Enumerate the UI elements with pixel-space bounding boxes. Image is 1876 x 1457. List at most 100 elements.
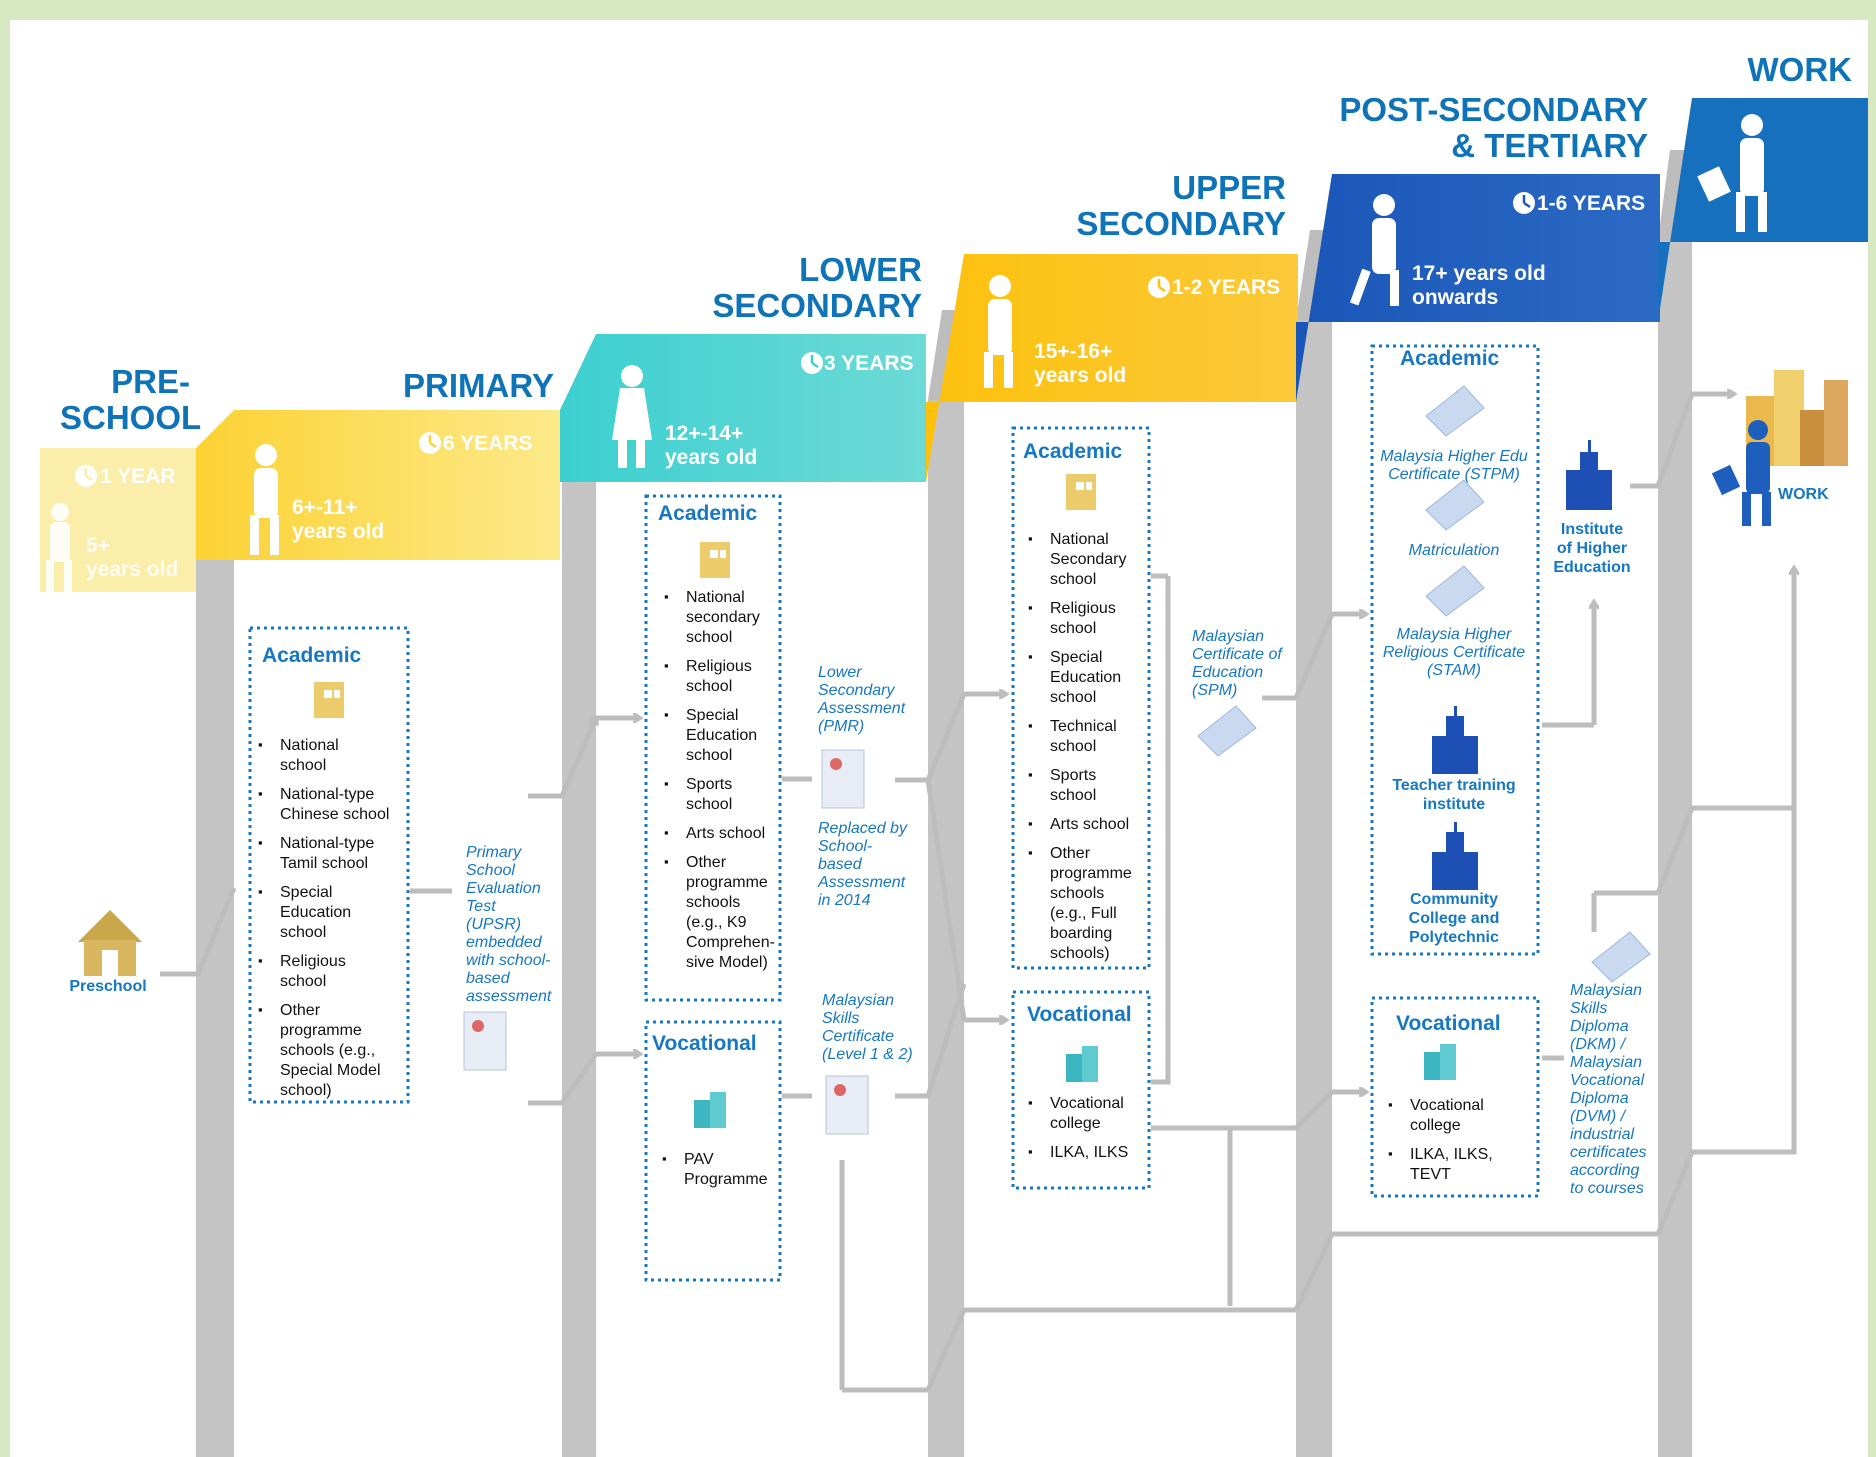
institution-building-icons xyxy=(1432,440,1612,890)
preschool-duration: 1 YEAR xyxy=(100,465,176,488)
list-item: ILKA, ILKS, TEVT xyxy=(1384,1144,1534,1185)
vocational-building-icons xyxy=(694,1044,1456,1128)
upsr-note: Primary School Evaluation Test (UPSR) em… xyxy=(466,844,552,1005)
clock-icon xyxy=(419,432,441,454)
pmr-replaced-note: Replaced by School- based Assessment in … xyxy=(818,820,907,909)
lower-academic-heading: Academic xyxy=(658,502,758,525)
teen-figure-icon xyxy=(984,275,1013,388)
list-item: National-type Chinese school xyxy=(254,784,406,825)
diploma-icon xyxy=(1425,565,1485,617)
vocational-building-icon xyxy=(1424,1044,1456,1080)
list-item: Technical school xyxy=(1024,716,1150,757)
post-vocational-heading: Vocational xyxy=(1396,1012,1501,1035)
upper-band xyxy=(926,254,1298,482)
upper-vocational-heading: Vocational xyxy=(1027,1003,1132,1026)
list-item: Sports school xyxy=(660,774,780,815)
list-item: National secondary school xyxy=(660,587,780,648)
dkm-note: Malaysian Skills Diploma (DKM) / Malaysi… xyxy=(1570,982,1647,1197)
primary-duration: 6 YEARS xyxy=(443,432,533,455)
community-college-building-icon xyxy=(1432,822,1478,890)
work-label: WORK xyxy=(1778,486,1829,503)
primary-academic-list: National school National-type Chinese sc… xyxy=(254,735,406,1110)
list-item: Arts school xyxy=(1024,814,1150,835)
list-item: National-type Tamil school xyxy=(254,833,406,874)
post-academic-heading: Academic xyxy=(1400,347,1500,370)
list-item: National school xyxy=(254,735,406,776)
list-item: Religious school xyxy=(1024,598,1150,639)
flow-lines xyxy=(160,394,1794,1393)
diploma-icons xyxy=(1197,385,1651,983)
girl-figure-icon xyxy=(612,365,652,468)
vocational-building-icon xyxy=(694,1092,726,1128)
post-duration: 1-6 YEARS xyxy=(1537,192,1646,215)
community-college-label: Community College and Polytechnic xyxy=(1408,891,1500,946)
list-item: Religious school xyxy=(254,951,406,992)
certificate-icon xyxy=(821,749,865,809)
lower-age: 12+-14+ years old xyxy=(665,422,758,469)
teacher-institute-building-icon xyxy=(1432,706,1478,774)
student-figure-icon xyxy=(250,444,279,555)
list-item: Religious school xyxy=(660,656,780,697)
list-item: Special Education school xyxy=(1024,647,1150,708)
child-figure-icon xyxy=(46,503,72,592)
list-item: Arts school xyxy=(660,823,780,844)
clock-icon xyxy=(1148,276,1170,298)
worker-figure-icon xyxy=(1697,114,1767,232)
school-building-icon xyxy=(1066,474,1096,510)
post-age: 17+ years old onwards xyxy=(1412,262,1546,309)
pmr-note: Lower Secondary Assessment (PMR) xyxy=(818,664,906,735)
upper-secondary-title: UPPER SECONDARY xyxy=(1076,169,1286,242)
list-item: National Secondary school xyxy=(1024,529,1150,590)
list-item: ILKA, ILKS xyxy=(1024,1142,1150,1163)
work-title: WORK xyxy=(1747,51,1852,88)
lower-duration: 3 YEARS xyxy=(824,352,914,375)
primary-academic-heading: Academic xyxy=(262,644,362,667)
primary-band xyxy=(196,410,560,560)
vocational-building-icon xyxy=(1066,1046,1098,1082)
certificate-icon xyxy=(825,1075,869,1135)
businessman-icon xyxy=(1711,420,1771,526)
stam-label: Malaysia Higher Religious Certificate (S… xyxy=(1382,626,1526,679)
higher-education-building-icon xyxy=(1566,440,1612,510)
stpm-label: Malaysia Higher Edu Certificate (STPM) xyxy=(1380,448,1528,483)
post-secondary-title: POST-SECONDARY & TERTIARY xyxy=(1339,91,1648,164)
diploma-icon xyxy=(1425,385,1485,437)
teacher-institute-label: Teacher training institute xyxy=(1392,777,1516,813)
upper-academic-list: National Secondary school Religious scho… xyxy=(1024,529,1150,973)
spm-note: Malaysian Certificate of Education (SPM) xyxy=(1192,628,1282,699)
diploma-icon xyxy=(1425,479,1485,531)
list-item: Other programme schools (e.g., Special M… xyxy=(254,1000,406,1101)
matriculation-label: Matriculation xyxy=(1408,542,1500,559)
clock-icon xyxy=(801,352,823,374)
school-building-icons xyxy=(314,474,1096,718)
list-item: Other programme schools (e.g., Full boar… xyxy=(1024,843,1150,964)
list-item: Vocational college xyxy=(1024,1093,1150,1134)
list-item: Special Education school xyxy=(660,705,780,766)
institute-label: Institute of Higher Education xyxy=(1553,521,1631,576)
certificate-icon xyxy=(463,1011,507,1071)
youth-figure-icon xyxy=(1349,194,1399,306)
upper-academic-heading: Academic xyxy=(1023,440,1123,463)
post-vocational-list: Vocational college ILKA, ILKS, TEVT xyxy=(1384,1095,1534,1194)
preschool-title: PRE- SCHOOL xyxy=(60,363,202,436)
clock-icons xyxy=(75,192,1535,487)
upper-duration: 1-2 YEARS xyxy=(1172,276,1281,299)
lower-vocational-heading: Vocational xyxy=(652,1032,757,1055)
clock-icon xyxy=(75,465,97,487)
preschool-house-icon xyxy=(78,910,142,976)
primary-age: 6+-11+ years old xyxy=(292,496,385,543)
certificate-icons xyxy=(463,749,869,1135)
diploma-icon xyxy=(1197,705,1257,757)
lower-vocational-list: PAV Programme xyxy=(658,1149,778,1199)
list-item: PAV Programme xyxy=(658,1149,778,1190)
primary-title: PRIMARY xyxy=(403,367,554,404)
upper-vocational-list: Vocational college ILKA, ILKS xyxy=(1024,1093,1150,1172)
preschool-age: 5+ years old xyxy=(86,534,179,581)
lower-band xyxy=(560,334,926,482)
list-item: Sports school xyxy=(1024,765,1150,806)
person-silhouettes xyxy=(46,114,1767,592)
skills-certificate-note: Malaysian Skills Certificate (Level 1 & … xyxy=(822,992,913,1063)
list-item: Vocational college xyxy=(1384,1095,1534,1136)
preschool-label: Preschool xyxy=(69,978,147,995)
